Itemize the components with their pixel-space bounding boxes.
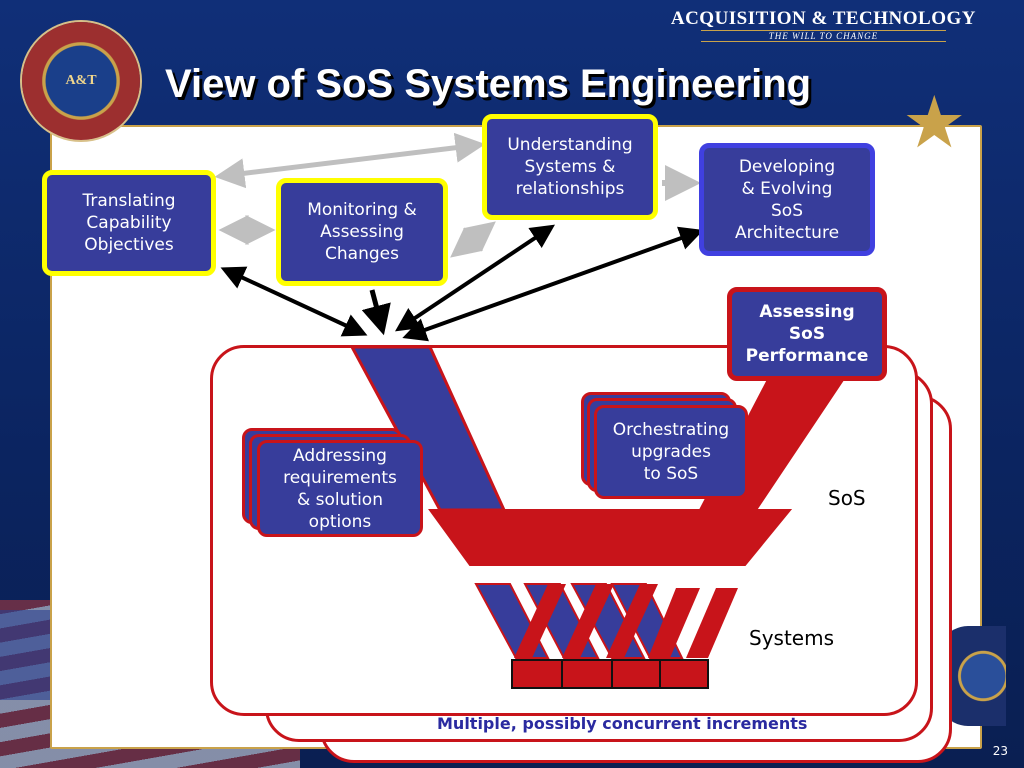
arrow-understanding-to-translating — [214, 132, 486, 189]
node-understanding-systems: Understanding Systems & relationships — [482, 114, 658, 220]
node-assessing-sos-performance: Assessing SoS Performance — [727, 287, 887, 381]
sos-level-label: SoS — [828, 486, 866, 510]
page-number: 23 — [992, 744, 1008, 758]
system-bar-base — [659, 659, 709, 689]
node-label: Addressing requirements & solution optio… — [283, 445, 397, 532]
node-translating-capability-objectives: Translating Capability Objectives — [42, 170, 216, 276]
system-bars — [474, 583, 738, 689]
arrow-developing-to-vee — [402, 226, 704, 342]
node-developing-sos-architecture: Developing & Evolving SoS Architecture — [699, 143, 875, 256]
node-label: Monitoring & Assessing Changes — [307, 200, 417, 264]
node-label: Understanding Systems & relationships — [507, 135, 633, 199]
node-label: Developing & Evolving SoS Architecture — [734, 156, 840, 243]
system-bar-red — [648, 588, 700, 658]
node-orchestrating-upgrades: Orchestrating upgrades to SoS — [594, 405, 748, 499]
node-monitoring-assessing-changes: Monitoring & Assessing Changes — [276, 178, 448, 286]
system-bar-red — [606, 584, 658, 658]
systems-level-label: Systems — [749, 626, 834, 650]
system-bar-red — [514, 584, 566, 658]
arrow-monitoring-to-vee — [361, 289, 391, 336]
node-addressing-requirements: Addressing requirements & solution optio… — [257, 440, 423, 537]
acquisition-technology-seal: A&T — [22, 22, 140, 140]
node-label: Translating Capability Objectives — [82, 191, 176, 255]
arrow-translating-to-vee — [220, 266, 368, 337]
node-label: Orchestrating upgrades to SoS — [612, 420, 730, 484]
brand-tagline: THE WILL TO CHANGE — [700, 30, 946, 42]
increments-caption: Multiple, possibly concurrent increments — [437, 714, 808, 733]
brand-title: ACQUISITION & TECHNOLOGY — [670, 8, 976, 29]
brand-block: ACQUISITION & TECHNOLOGY THE WILL TO CHA… — [671, 8, 976, 42]
star-icon: ★ — [902, 80, 967, 164]
vee-bottom-band — [428, 509, 793, 566]
slide-title: View of SoS Systems Engineering — [165, 62, 812, 106]
system-bar-red — [686, 588, 738, 658]
arrow-monitoring-to-understanding — [450, 221, 496, 258]
system-bar-red — [562, 584, 614, 658]
node-label: Assessing SoS Performance — [745, 302, 869, 366]
seal-monogram: A&T — [65, 73, 97, 88]
